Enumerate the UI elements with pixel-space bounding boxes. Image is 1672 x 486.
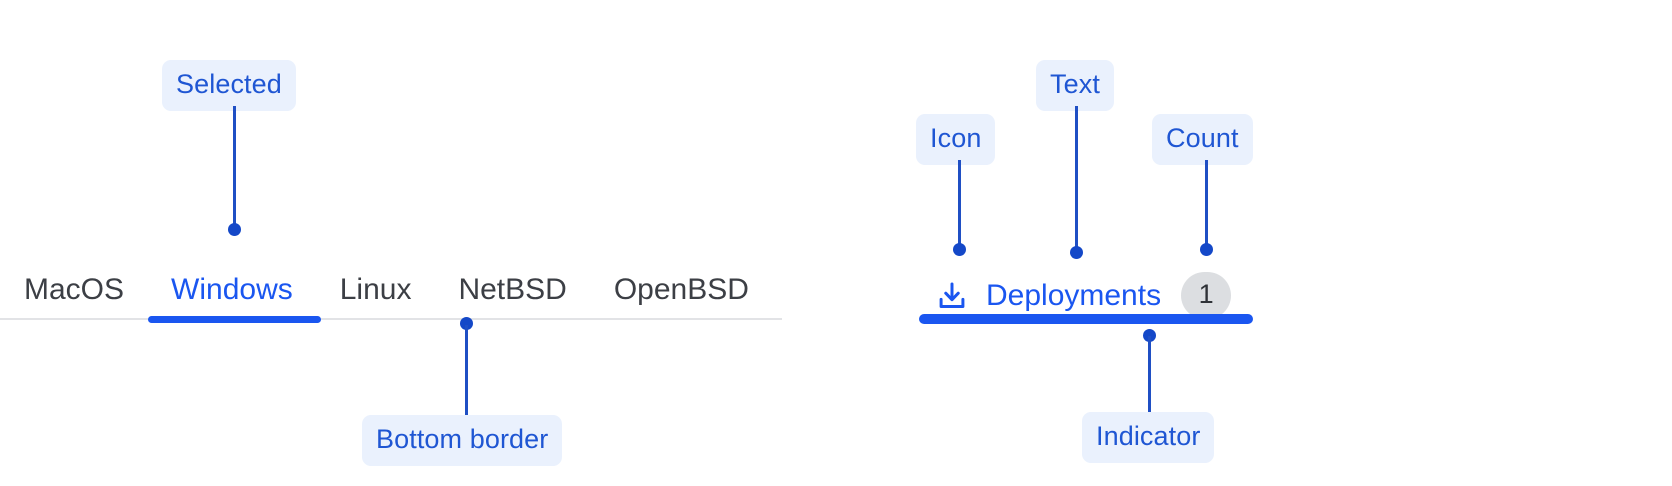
leader-line-text bbox=[1075, 106, 1078, 251]
tab-bar-os: MacOS Windows Linux NetBSD OpenBSD bbox=[24, 275, 749, 305]
leader-dot-icon bbox=[953, 243, 966, 256]
tab-openbsd[interactable]: OpenBSD bbox=[613, 273, 749, 306]
tab-netbsd[interactable]: NetBSD bbox=[458, 273, 567, 306]
leader-line-count bbox=[1205, 160, 1208, 248]
tab-windows[interactable]: Windows bbox=[171, 273, 293, 306]
tab-linux[interactable]: Linux bbox=[339, 273, 412, 306]
leader-line-bottom-border bbox=[465, 325, 468, 419]
callout-count: Count bbox=[1152, 114, 1253, 165]
callout-selected: Selected bbox=[162, 60, 296, 111]
leader-dot-count bbox=[1200, 243, 1213, 256]
tab-macos[interactable]: MacOS bbox=[24, 273, 125, 306]
leader-line-selected bbox=[233, 106, 236, 228]
leader-line-icon bbox=[958, 160, 961, 248]
callout-bottom-border: Bottom border bbox=[362, 415, 563, 466]
leader-dot-indicator bbox=[1143, 329, 1156, 342]
tab-bar-divider bbox=[0, 318, 782, 320]
tab-deployments-count-badge: 1 bbox=[1181, 272, 1232, 319]
callout-text: Text bbox=[1036, 60, 1114, 111]
leader-dot-text bbox=[1070, 246, 1083, 259]
callout-indicator: Indicator bbox=[1082, 412, 1215, 463]
leader-dot-selected bbox=[228, 223, 241, 236]
tab-deployments[interactable]: Deployments 1 bbox=[935, 272, 1232, 319]
tab-deployments-indicator bbox=[919, 314, 1253, 324]
leader-dot-bottom-border bbox=[460, 317, 473, 330]
download-icon bbox=[935, 279, 969, 313]
tab-deployments-label: Deployments bbox=[986, 278, 1162, 312]
tab-selected-indicator-windows bbox=[148, 316, 321, 323]
callout-icon: Icon bbox=[916, 114, 996, 165]
leader-line-indicator bbox=[1148, 336, 1151, 420]
